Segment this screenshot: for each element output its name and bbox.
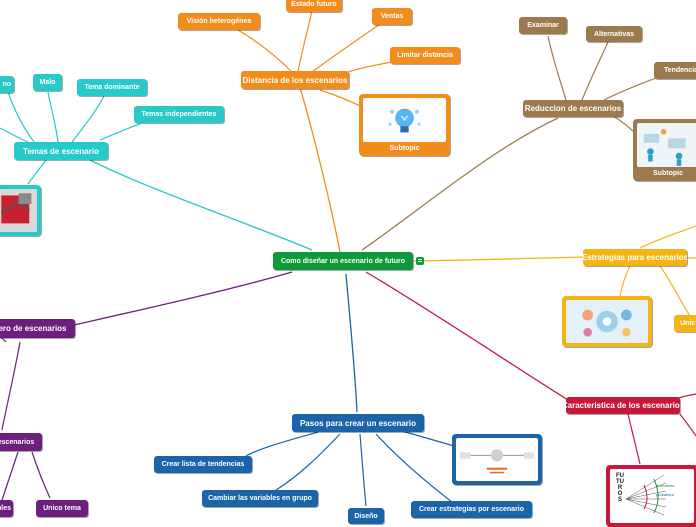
diagram-image <box>456 438 538 481</box>
node-alternativas[interactable]: Alternativas <box>586 26 642 42</box>
branch-estrategias[interactable]: Estrategias para escenarios <box>583 249 687 266</box>
node-vision-heterogenea[interactable]: Visión heterogénea <box>178 13 260 30</box>
notes-icon[interactable] <box>416 257 424 265</box>
link-root-caracteristica <box>366 272 568 400</box>
branch-temas[interactable]: Temas de escenario <box>14 142 108 160</box>
subtopic-label: Subtopic <box>390 145 420 152</box>
image-card-caracteristica[interactable]: FUTUROS deseables probables <box>606 465 696 527</box>
node-diseno[interactable]: Diseño <box>348 508 384 524</box>
node-unico-tema[interactable]: Unico tema <box>36 500 88 517</box>
node-examinar[interactable]: Examinar <box>519 17 567 34</box>
node-crear-estrategias[interactable]: Crear estrategias por escenario <box>411 501 532 518</box>
ideas-icon <box>566 300 648 343</box>
futuros-word: FUTUROS <box>616 473 624 503</box>
node-limitar-distancia[interactable]: Limitar distancia <box>390 47 460 64</box>
link-root-temas <box>90 160 312 250</box>
node-tendencia[interactable]: Tendencia <box>654 62 696 79</box>
root-topic[interactable]: Como diseñar un escenario de futuro <box>273 252 413 270</box>
subtopic-label: Subtopic <box>653 170 683 177</box>
probables-label: probables <box>656 492 674 497</box>
image-card-temas[interactable] <box>0 185 41 236</box>
team-image <box>637 123 696 167</box>
collage-icon <box>0 189 37 232</box>
diagram-thumb-icon <box>456 438 538 481</box>
image-card-estrategias[interactable] <box>562 296 652 347</box>
node-malo[interactable]: Malo <box>33 74 62 91</box>
node-escenarios[interactable]: escenarios <box>0 433 42 451</box>
node-estado-futuro[interactable]: Estado futuro <box>286 0 342 12</box>
lightbulb-icon <box>363 98 446 142</box>
node-tema-dominante[interactable]: Tema dominante <box>77 79 147 96</box>
image-card-pasos[interactable] <box>452 434 542 485</box>
futuros-image: FUTUROS deseables probables <box>610 469 694 523</box>
link-root-distancia <box>300 88 340 252</box>
node-temas-partial[interactable]: no <box>0 76 14 93</box>
node-unic[interactable]: Unic <box>674 315 696 332</box>
branch-numero[interactable]: ero de escenarios <box>0 319 75 338</box>
branch-pasos[interactable]: Pasos para crear un escenario <box>292 414 424 432</box>
link-root-numero <box>74 272 292 325</box>
subtopic-card-distancia[interactable]: Subtopic <box>359 94 450 156</box>
collage-image <box>0 189 37 232</box>
link-root-pasos <box>346 274 357 412</box>
node-bles[interactable]: bles <box>0 500 13 517</box>
branch-distancia[interactable]: Distancia de los escenarios <box>241 71 349 89</box>
ideas-image <box>566 300 648 343</box>
node-cambiar-variables[interactable]: Cambiar las variables en grupo <box>202 490 318 507</box>
node-ventas[interactable]: Ventas <box>372 8 412 25</box>
subtopic-card-reduccion[interactable]: Subtopic <box>633 119 696 181</box>
link-root-estrategias <box>414 257 584 261</box>
node-temas-independientes[interactable]: Temas independientes <box>134 106 224 123</box>
branch-reduccion[interactable]: Reduccion de escenarios <box>523 100 623 117</box>
lightbulb-image <box>363 98 446 142</box>
node-crear-lista[interactable]: Crear lista de tendencias <box>154 456 252 473</box>
team-icon <box>637 123 696 167</box>
deseables-label: deseables <box>656 483 674 488</box>
branch-caracteristica[interactable]: Caracteristica de los escenarios <box>566 397 680 414</box>
